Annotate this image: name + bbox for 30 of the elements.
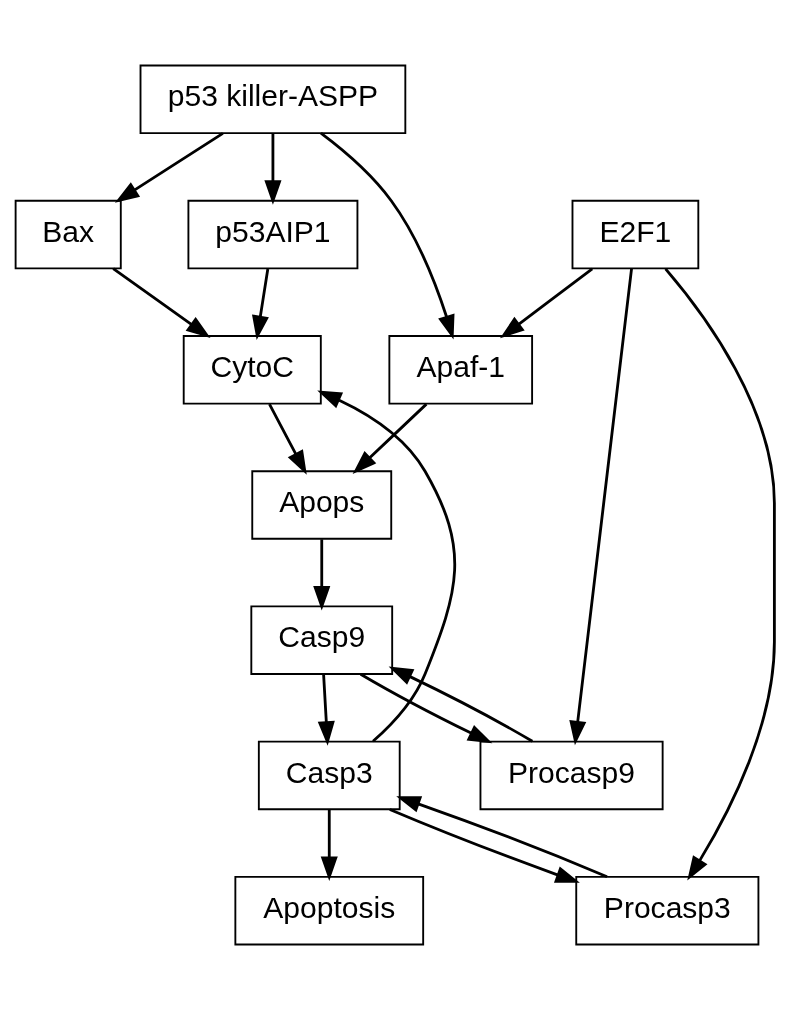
arrow — [313, 538, 331, 610]
arrow — [252, 268, 270, 340]
node-box: p53AIP1 — [187, 199, 359, 269]
node-box: p53 killer-ASPP — [139, 64, 407, 134]
arrow — [317, 674, 335, 746]
node-box: Casp9 — [250, 604, 394, 675]
node-box: Procasp3 — [575, 875, 760, 945]
node-box: Apaf-1 — [388, 334, 534, 404]
arrow — [264, 133, 282, 205]
arrow — [500, 267, 594, 338]
node-box: Apops — [251, 469, 393, 540]
arrow — [569, 267, 633, 745]
arrow — [112, 266, 211, 338]
node-box: Bax — [14, 199, 122, 269]
node-box: Apoptosis — [234, 875, 425, 945]
arrow — [396, 795, 608, 878]
node-box: Casp3 — [257, 740, 401, 810]
arrow — [389, 807, 580, 883]
node-box: Procasp9 — [479, 740, 664, 810]
arrow — [320, 809, 338, 881]
arrow — [114, 131, 224, 203]
arrow — [320, 131, 455, 339]
arrow — [388, 666, 534, 742]
node-box: CytoC — [182, 334, 322, 404]
node-box: E2F1 — [571, 199, 700, 269]
arrow — [268, 403, 307, 475]
arrow — [317, 390, 456, 742]
arrow — [664, 267, 776, 880]
arrow — [360, 672, 493, 743]
arrow — [352, 402, 428, 474]
